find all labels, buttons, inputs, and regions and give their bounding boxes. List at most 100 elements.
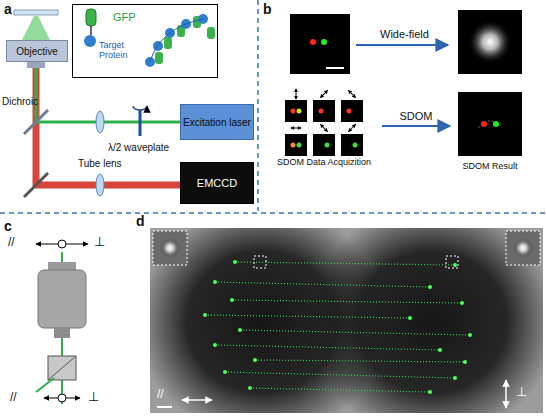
art-rect — [207, 27, 215, 39]
panel-letter: a — [4, 2, 12, 17]
polarization-symbol: ⊥ — [516, 385, 527, 399]
art-circle — [453, 376, 457, 380]
art-g — [320, 90, 327, 97]
part-label: Dichroic — [2, 96, 38, 107]
art-circle — [253, 358, 257, 362]
art-g — [348, 124, 355, 131]
art-circle — [233, 260, 237, 264]
art-g — [150, 228, 543, 413]
art-line — [215, 282, 430, 287]
art-circle — [58, 394, 66, 402]
target-protein — [84, 35, 96, 47]
art-circle — [58, 240, 66, 248]
art-line — [291, 128, 301, 129]
art-circle — [248, 386, 252, 390]
art-circle — [428, 390, 432, 394]
art-line — [250, 388, 430, 392]
art-circle — [230, 298, 234, 302]
art-circle — [203, 313, 207, 317]
emission-beam — [36, 68, 180, 185]
art-circle — [223, 370, 227, 374]
art-rect — [285, 100, 307, 122]
art-rect — [446, 256, 458, 268]
art-g — [291, 128, 301, 129]
art-rect — [153, 231, 187, 265]
art-rect — [48, 356, 76, 380]
image-group: SDOM Data Acquizition — [268, 88, 380, 168]
art-ellipse — [307, 228, 543, 413]
image-panel — [285, 10, 522, 156]
laser-box: Excitation laser — [180, 104, 254, 140]
rotation-arrow — [133, 106, 147, 110]
art-rect — [38, 270, 86, 328]
part-label: Tube lens — [78, 158, 122, 169]
protein-label: Target Protein — [99, 41, 143, 61]
arrow-label: SDOM — [398, 110, 435, 122]
art-circle — [213, 343, 217, 347]
polarization-schematic — [36, 240, 88, 404]
image-group: SDOM Result — [452, 88, 528, 172]
art-line — [320, 90, 327, 97]
art-rect — [155, 52, 163, 64]
art-circle — [213, 280, 217, 284]
art-circle — [353, 143, 358, 148]
art-circle — [408, 316, 412, 320]
panel-letter: d — [136, 214, 145, 229]
art-circle — [325, 143, 330, 148]
art-circle — [321, 39, 327, 45]
protein-label: GFP — [113, 11, 136, 23]
art-circle — [297, 109, 302, 114]
art-line — [36, 378, 54, 392]
panel-divider — [0, 212, 546, 214]
art-circle — [297, 143, 302, 148]
art-circle — [513, 238, 533, 258]
art-circle — [310, 39, 316, 45]
art-circle — [453, 263, 457, 267]
art-rect — [313, 134, 335, 156]
gfp-barrel — [86, 9, 96, 26]
art-line — [320, 124, 327, 131]
art-circle — [493, 121, 499, 127]
art-circle — [468, 333, 472, 337]
excitation-cone — [22, 16, 50, 40]
node-text: EMCCD — [197, 177, 237, 189]
art-rect — [341, 100, 363, 122]
scale-bar — [326, 67, 344, 69]
art-circle — [319, 109, 324, 114]
art-rect — [48, 262, 76, 270]
acquisition-images — [285, 89, 363, 156]
art-circle — [468, 20, 512, 64]
art-rect — [254, 256, 266, 268]
art-line — [48, 356, 76, 380]
art-line — [505, 380, 507, 408]
objective-body: Objective — [6, 40, 68, 62]
panel-divider — [257, 0, 259, 211]
art-line — [255, 360, 465, 362]
polarization-symbol: ⊥ — [88, 390, 99, 404]
art-path — [478, 121, 502, 128]
art-circle — [238, 328, 242, 332]
art-circle — [463, 360, 467, 364]
node-text: SDOM Data Acquizition — [268, 158, 380, 168]
art-line — [235, 262, 455, 265]
art-line — [348, 90, 355, 97]
polarization-symbol: ⊥ — [94, 235, 105, 249]
art-g — [348, 90, 355, 97]
art-circle — [291, 143, 296, 148]
protein-chain — [145, 14, 215, 67]
mirror — [24, 173, 48, 197]
trajectory — [205, 262, 470, 392]
art-rect — [313, 100, 335, 122]
art-line — [348, 124, 355, 131]
art-line — [232, 300, 462, 303]
art-line — [205, 315, 410, 318]
camera-box: EMCCD — [180, 162, 254, 204]
art-g — [320, 124, 327, 131]
art-circle — [291, 109, 296, 114]
art-rect — [341, 134, 363, 156]
lens — [96, 111, 104, 133]
dichroic-mirror — [24, 110, 48, 134]
